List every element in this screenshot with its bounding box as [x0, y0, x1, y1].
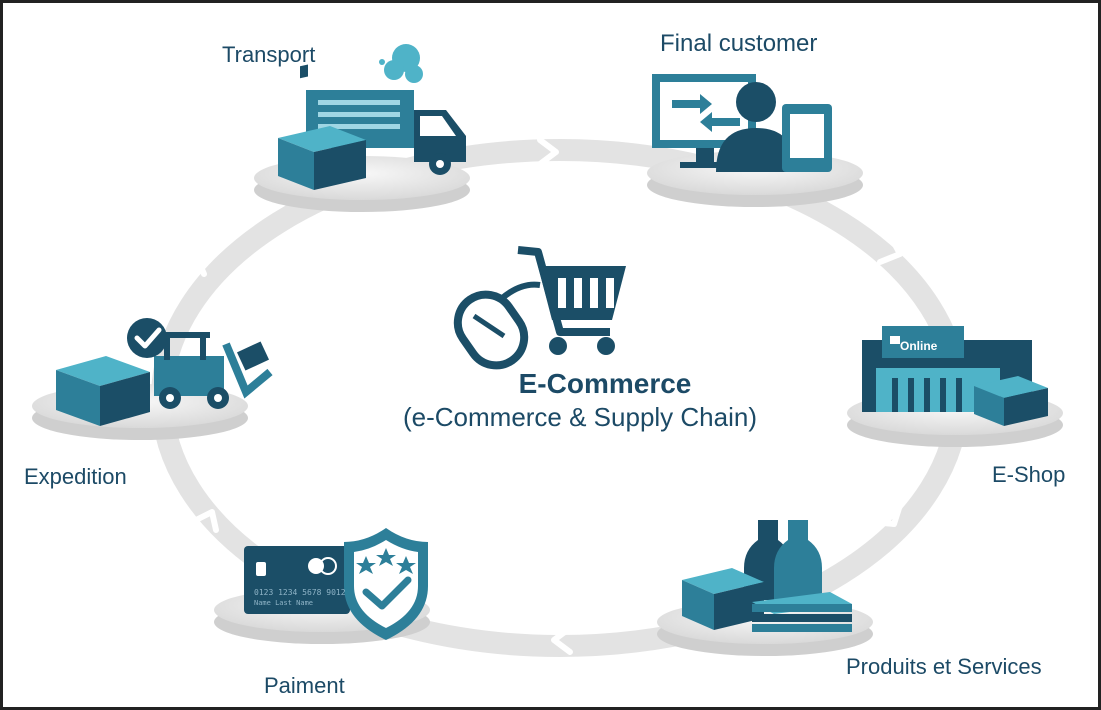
arrow-chevron-6 [193, 247, 219, 277]
shopping-cart-mouse-icon [453, 246, 626, 370]
shield-check-icon [344, 528, 428, 640]
box-icon [278, 64, 366, 190]
computer-user-icon [652, 74, 832, 172]
center-title: E-Commerce [518, 368, 692, 399]
stage-label-eshop: E-Shop [992, 462, 1066, 487]
box-icon [56, 356, 150, 426]
products-icon [682, 520, 852, 632]
check-badge-icon [127, 318, 167, 358]
credit-card-icon [244, 546, 350, 614]
center-subtitle: (e-Commerce & Supply Chain) [402, 402, 757, 432]
card-number: 0123 1234 5678 9012 [254, 588, 346, 597]
stage-label-expedition: Expedition [24, 464, 127, 489]
arrow-chevron-4 [551, 625, 573, 655]
arrow-chevron-2 [877, 232, 903, 265]
stage-label-paiment: Paiment [264, 673, 345, 698]
arrow-chevron-5 [193, 509, 219, 533]
cycle-arrows [193, 137, 903, 655]
arrow-chevron-3 [871, 502, 903, 527]
forklift-icon [154, 332, 273, 409]
stage-label-final-customer: Final customer [660, 30, 818, 57]
arrow-chevron-1 [537, 137, 559, 167]
stage-label-produits: Produits et Services [846, 654, 1042, 679]
storefront-icon [862, 326, 1048, 426]
card-holder-name: Name Last Name [254, 599, 314, 607]
online-badge: Online [900, 339, 938, 353]
stage-label-transport: Transport [222, 42, 316, 67]
